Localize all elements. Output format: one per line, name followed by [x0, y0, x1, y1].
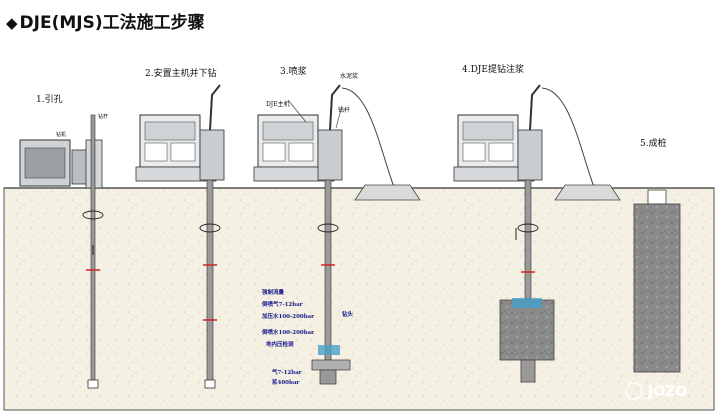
rotation-mark — [82, 210, 104, 220]
jet-stream — [318, 345, 340, 355]
slurry-hose — [541, 87, 596, 191]
callout-line — [335, 105, 343, 129]
step-label-5: 5.成桩 — [640, 137, 667, 149]
column-tail — [520, 359, 536, 383]
unit-panel-top — [144, 121, 196, 141]
step3-line-1: 强制流量 — [262, 288, 285, 296]
power-unit-panel — [24, 147, 66, 179]
slurry-pit — [554, 184, 621, 201]
step3-line-2: 倒喷气7-12bar — [261, 300, 303, 308]
unit-panel-right — [488, 142, 514, 162]
unit-panel-top — [262, 121, 314, 141]
hose-mast — [209, 84, 221, 131]
grout-zone-lower — [319, 369, 337, 385]
finished-pile — [633, 203, 681, 373]
unit-panel-left — [262, 142, 286, 162]
watermark: JOZO — [647, 384, 687, 400]
pile-cap — [647, 189, 667, 205]
step3-bit-label: 钻头 — [342, 310, 354, 318]
step3-hose-label: 水泥浆 — [340, 72, 358, 80]
step3-bottom-1: 气7-12bar — [271, 368, 302, 376]
step-label-3: 3.喷浆 — [280, 65, 307, 77]
diamond-icon: ◆ — [6, 14, 18, 32]
unit-panel-right — [288, 142, 314, 162]
ground — [3, 187, 715, 411]
unit-panel-left — [462, 142, 486, 162]
title-text: DJE(MJS)工法施工步骤 — [19, 13, 205, 33]
unit-panel-right — [170, 142, 196, 162]
hose-mast — [329, 84, 341, 131]
step-5-finished-pile — [633, 189, 681, 373]
rotation-mark — [317, 223, 339, 233]
step3-rod-label: 钻杆 — [338, 106, 350, 114]
step3-line-3: 加压水100-200bar — [261, 312, 314, 320]
drill-tower — [199, 129, 225, 181]
drill-tower — [317, 129, 343, 181]
rotation-mark — [517, 223, 539, 233]
unit-panel-top — [462, 121, 514, 141]
step3-main-label: DJE主机 — [266, 100, 290, 108]
step-label-1: 1.引孔 — [36, 94, 63, 105]
step-4-lift-grout — [453, 84, 621, 383]
slurry-pit — [354, 184, 421, 201]
step-2-setup-drill — [135, 84, 225, 389]
step1-callout-b: 钻杆 — [98, 113, 108, 120]
step3-line-4: 倒喷水100-200bar — [261, 328, 314, 336]
step-1-predrill — [19, 114, 104, 389]
step1-callout-a: 钻机 — [56, 131, 66, 138]
drill-rod — [206, 179, 214, 386]
grouted-column — [499, 299, 555, 361]
step-3-grouting — [253, 84, 421, 385]
wechat-logo-icon — [625, 382, 643, 400]
drill-bit — [204, 379, 216, 389]
callout-line — [287, 99, 307, 123]
drill-bit — [87, 379, 99, 389]
unit-panel-left — [144, 142, 168, 162]
step-label-2: 2.安置主机并下钻 — [145, 67, 217, 79]
jet-stream — [512, 298, 542, 308]
step3-bottom-2: 浆400bar — [271, 378, 299, 386]
drill-rod — [524, 179, 532, 301]
step-label-4: 4.DJE提钻注浆 — [462, 63, 524, 75]
rotation-mark — [199, 223, 221, 233]
page-title: ◆DJE(MJS)工法施工步骤 — [6, 8, 205, 33]
slurry-hose — [341, 87, 396, 191]
hose-mast — [529, 84, 541, 131]
drill-tower — [517, 129, 543, 181]
drill-rod — [324, 179, 332, 361]
step3-line-5: 地内压检测 — [266, 340, 294, 348]
grout-zone — [311, 359, 351, 371]
